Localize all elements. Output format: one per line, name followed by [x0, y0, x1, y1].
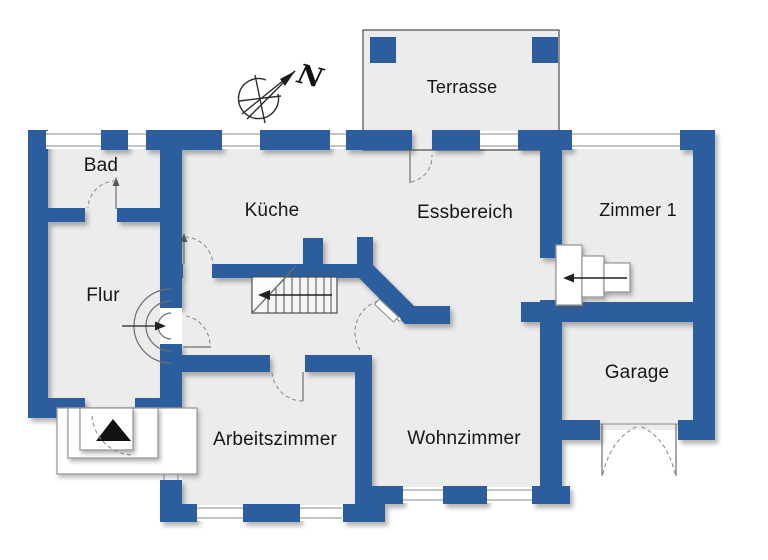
floor-bad-flur [38, 140, 172, 408]
windows-arbeitszimmer-south [197, 505, 342, 521]
room-label-essbereich: Essbereich [417, 202, 513, 223]
flur-arch-passage [122, 288, 211, 364]
door-terrasse [409, 150, 433, 183]
room-label-arbeitszimmer: Arbeitszimmer [213, 429, 337, 450]
door-bad [87, 177, 120, 209]
room-label-terrasse: Terrasse [427, 77, 498, 97]
north-needle-tip [280, 71, 295, 86]
room-label-wohnzimmer: Wohnzimmer [407, 428, 521, 449]
staircase [251, 265, 338, 315]
window-top-row [46, 131, 680, 149]
north-arrow: N [237, 58, 327, 124]
terrace-pillar-right [532, 37, 558, 63]
floor-garage [552, 312, 704, 430]
room-label-bad: Bad [84, 155, 118, 176]
floor-arbeitszimmer [170, 362, 362, 510]
entrance-steps [56, 407, 198, 475]
floor-wohnzimmer [362, 320, 552, 492]
room-labels: Bad Küche Essbereich Zimmer 1 Terrasse F… [84, 77, 677, 450]
zimmer1-steps [555, 244, 631, 306]
entrance-arrow [96, 419, 131, 441]
room-label-flur: Flur [86, 285, 120, 306]
room-label-zimmer1: Zimmer 1 [599, 200, 677, 220]
door-wohnzimmer-diagonal [354, 298, 402, 351]
room-label-garage: Garage [605, 362, 670, 383]
terrace-pillar-left [370, 37, 396, 63]
room-label-kueche: Küche [245, 200, 300, 221]
doors [87, 150, 678, 476]
entrance-door-swing [91, 415, 135, 456]
windows [46, 131, 680, 521]
windows-wohnzimmer-south [403, 487, 532, 503]
door-arbeitszimmer [271, 371, 304, 402]
walls [28, 130, 715, 522]
north-label: N [293, 58, 327, 95]
door-kueche [180, 233, 214, 265]
garage-door [600, 423, 678, 476]
